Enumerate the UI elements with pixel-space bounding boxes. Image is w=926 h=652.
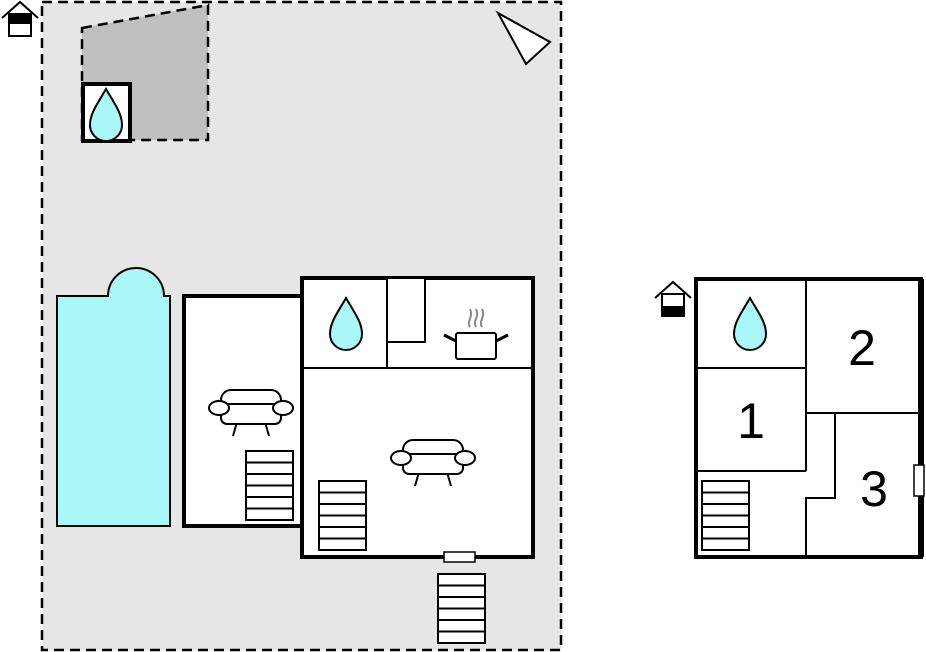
upper-floor-house	[694, 277, 924, 559]
entrance-door	[443, 551, 476, 563]
compass-north-icon	[495, 10, 552, 66]
window	[913, 464, 925, 497]
swimming-pool	[56, 267, 171, 527]
stairs-icon	[245, 450, 294, 521]
kitchen-icon	[443, 308, 509, 360]
room-label-1: 1	[737, 393, 765, 449]
ground-floor-icon	[1, 0, 39, 37]
upper-stairs-icon	[701, 480, 750, 551]
stairs-icon	[318, 480, 367, 551]
upper-floor-icon	[654, 280, 692, 317]
room-label-2: 2	[848, 320, 876, 376]
outdoor-stairs-icon	[437, 573, 486, 644]
room-label-3: 3	[860, 461, 888, 517]
